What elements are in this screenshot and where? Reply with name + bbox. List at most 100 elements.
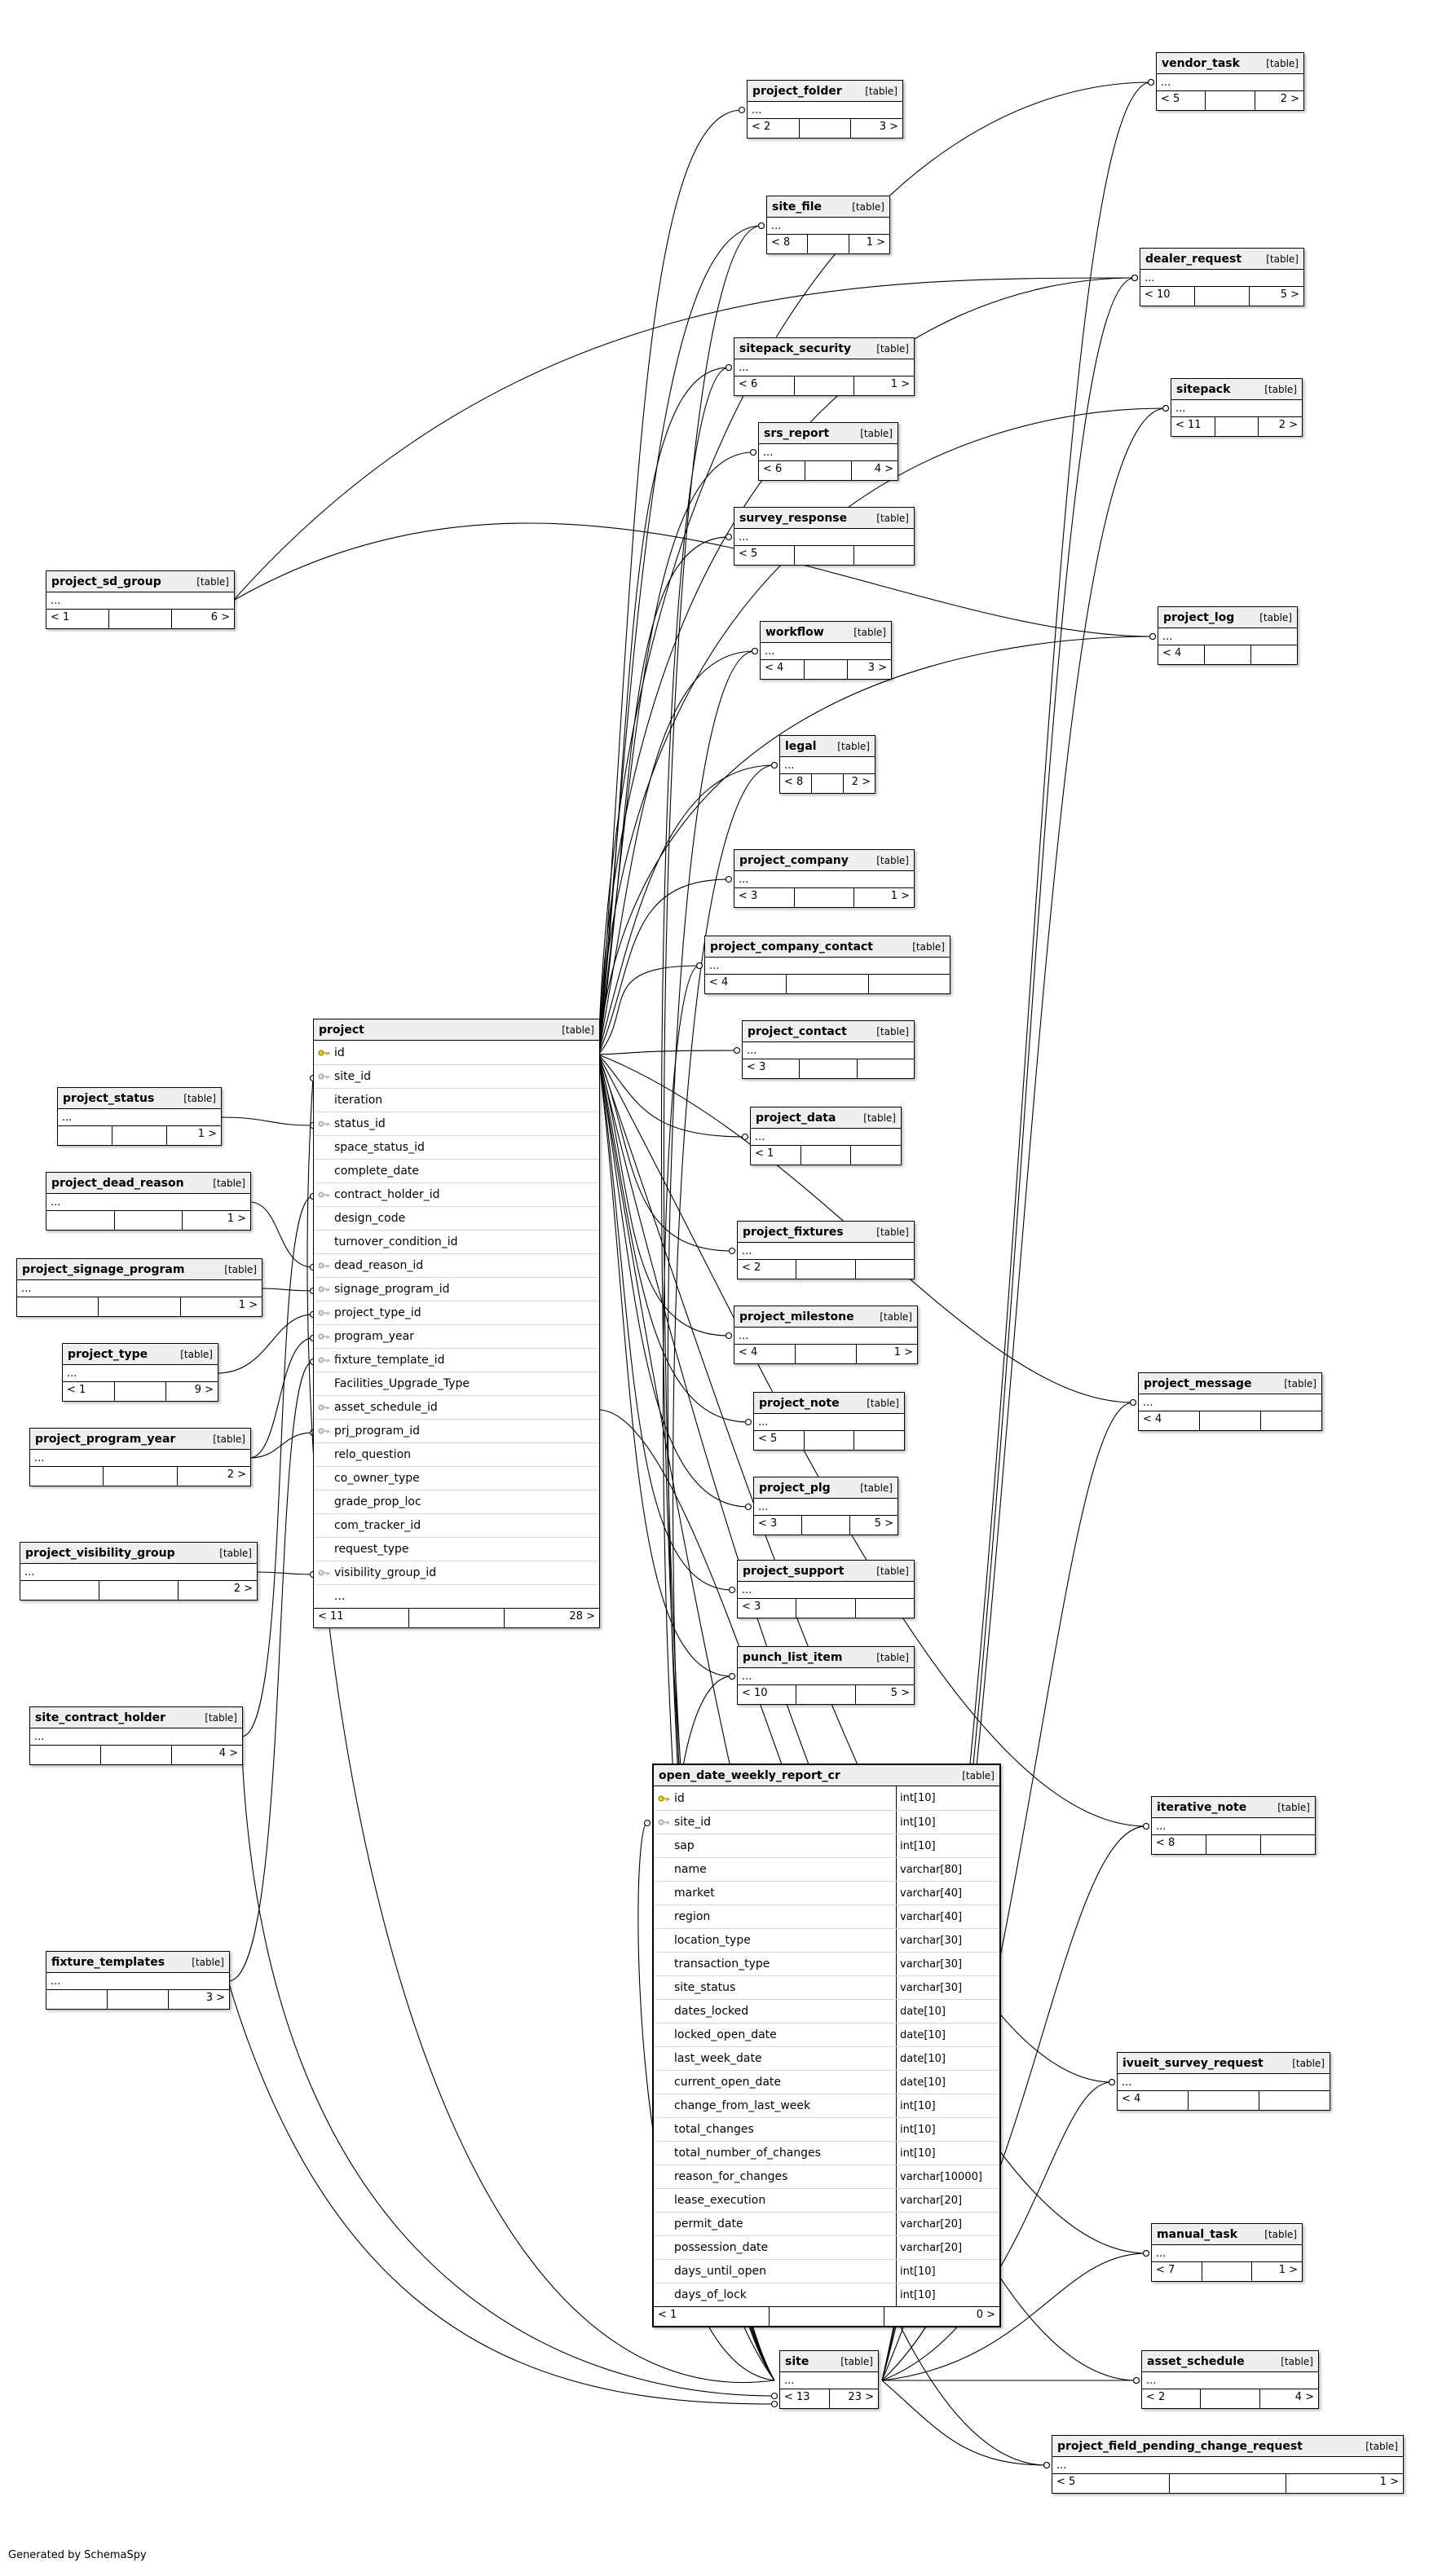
column-name: ... [67,1367,77,1380]
table-project_message[interactable]: project_message[table]...< 4 [1138,1372,1322,1431]
table-name[interactable]: legal [785,739,817,753]
table-name[interactable]: sitepack_security [739,341,852,355]
table-project_data[interactable]: project_data[table]...< 1 [750,1107,902,1165]
table-name[interactable]: project_visibility_group [25,1546,175,1560]
table-name[interactable]: project_company [739,853,849,867]
table-project_dead_reason[interactable]: project_dead_reason[table]...1 > [46,1172,251,1231]
table-project_support[interactable]: project_support[table]...< 3 [737,1560,915,1618]
table-survey_response[interactable]: survey_response[table]...< 5 [734,507,915,566]
table-name[interactable]: site_contract_holder [35,1711,166,1724]
table-name[interactable]: punch_list_item [743,1650,843,1664]
table-name[interactable]: project_note [759,1396,840,1410]
table-name[interactable]: manual_task [1157,2227,1237,2241]
footer-cell [20,1581,99,1600]
table-name[interactable]: project_milestone [739,1310,854,1323]
table-project_visibility_group[interactable]: project_visibility_group[table]...2 > [20,1542,258,1601]
table-name[interactable]: project_log [1163,610,1235,624]
table-name[interactable]: project_signage_program [22,1262,185,1276]
table-name[interactable]: dealer_request [1145,252,1242,266]
table-ivueit_survey_request[interactable]: ivueit_survey_request[table]...< 4 [1117,2052,1330,2111]
table-fixture_templates[interactable]: fixture_templates[table]...3 > [46,1951,230,2010]
table-name[interactable]: project_company_contact [710,940,873,953]
table-header: ivueit_survey_request[table] [1118,2053,1330,2074]
column-name: ... [739,1329,749,1342]
table-name[interactable]: ivueit_survey_request [1122,2056,1264,2070]
table-name[interactable]: project_sd_group [51,575,161,588]
column-name: ... [752,103,762,117]
column-row: ... [1052,2457,1403,2473]
table-name[interactable]: iterative_note [1157,1800,1247,1814]
table-name[interactable]: open_date_weekly_report_cr [659,1768,840,1782]
table-footer: 4 > [30,1745,242,1764]
table-name[interactable]: srs_report [764,426,830,440]
footer-cell: 4 > [1259,2389,1318,2408]
table-name[interactable]: project_type [68,1347,148,1361]
table-type-label: [table] [1264,2228,1297,2240]
table-name[interactable]: sitepack [1176,382,1231,396]
table-type-label: [table] [840,2355,873,2367]
table-name[interactable]: fixture_templates [51,1955,165,1969]
table-name[interactable]: project_contact [748,1024,847,1038]
table-name[interactable]: site_file [772,200,822,214]
table-name[interactable]: project_program_year [35,1432,176,1446]
table-site_contract_holder[interactable]: site_contract_holder[table]...4 > [29,1706,243,1765]
table-project_program_year[interactable]: project_program_year[table]...2 > [29,1428,251,1486]
table-name[interactable]: asset_schedule [1147,2354,1245,2368]
column-row: ... [46,1973,229,1989]
table-project_signage_program[interactable]: project_signage_program[table]...1 > [16,1258,262,1317]
table-name[interactable]: project_status [63,1091,155,1105]
table-project_fixtures[interactable]: project_fixtures[table]...< 2 [737,1221,915,1279]
table-name[interactable]: project_field_pending_change_request [1057,2439,1303,2453]
column-name: ... [742,1670,752,1683]
table-type-label: [table] [912,940,945,953]
table-name[interactable]: site [785,2354,809,2368]
table-name[interactable]: project_data [756,1111,836,1125]
table-project_company_contact[interactable]: project_company_contact[table]...< 4 [704,936,950,994]
footer-cell: < 5 [758,1433,778,1445]
table-project_log[interactable]: project_log[table]...< 4 [1158,606,1298,665]
table-name[interactable]: project_dead_reason [51,1176,184,1190]
table-name[interactable]: project_fixtures [743,1225,844,1239]
table-project_status[interactable]: project_status[table]...1 > [57,1087,222,1146]
table-project_note[interactable]: project_note[table]...< 5 [753,1392,905,1451]
table-name[interactable]: survey_response [739,511,848,525]
table-type-label: [table] [205,1711,237,1724]
table-iterative_note[interactable]: iterative_note[table]...< 8 [1151,1796,1316,1855]
table-name[interactable]: project [319,1023,364,1037]
foreign-key-icon [318,1427,334,1435]
table-name[interactable]: vendor_task [1162,56,1240,70]
table-header: project_type[table] [63,1344,218,1365]
table-project_field_pending_change_request[interactable]: project_field_pending_change_request[tab… [1052,2435,1404,2494]
table-name[interactable]: project_support [743,1564,845,1578]
relationship-line [307,1077,775,2383]
table-project_contact[interactable]: project_contact[table]...< 3 [742,1020,915,1079]
table-name[interactable]: project_folder [752,84,842,98]
table-name[interactable]: project_plg [759,1481,831,1495]
table-name[interactable]: project_message [1144,1376,1252,1390]
table-name[interactable]: workflow [765,625,824,639]
table-header: project_sd_group[table] [46,571,234,592]
